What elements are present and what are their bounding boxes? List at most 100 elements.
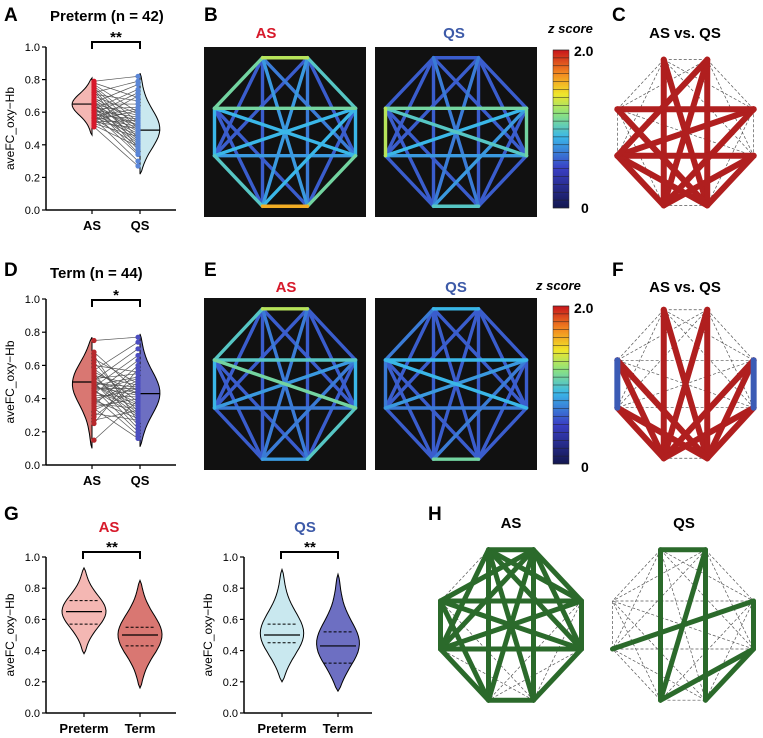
- nonsignificant-edge: [612, 600, 661, 701]
- y-tick-label: 0.8: [25, 327, 40, 339]
- paired-line: [93, 336, 139, 341]
- connectivity-edge: [212, 106, 358, 158]
- paired-line: [93, 95, 139, 115]
- connectivity-edge: [305, 153, 358, 208]
- paired-line: [93, 373, 139, 380]
- y-tick-label: 0.2: [25, 677, 40, 689]
- y-tick-label: 0.0: [25, 708, 40, 720]
- x-tick-label: Term: [125, 721, 156, 736]
- connectivity-edge: [212, 56, 265, 111]
- x-tick-label: Preterm: [59, 721, 108, 736]
- panel-f: F AS vs. QS: [612, 260, 757, 462]
- connectivity-edge: [383, 358, 529, 410]
- panel-letter: D: [4, 260, 18, 281]
- y-tick-label: 0.8: [25, 583, 40, 595]
- connectivity-edge: [383, 106, 529, 158]
- state-label-qs: QS: [443, 25, 465, 42]
- nonsignificant-edge: [488, 648, 582, 701]
- paired-line: [93, 124, 139, 147]
- paired-line: [93, 110, 139, 118]
- significant-edge: [658, 646, 756, 703]
- connectivity-edges-as: [212, 56, 358, 208]
- connectivity-edge: [305, 307, 358, 362]
- connectivity-edge: [476, 56, 529, 111]
- paired-line: [93, 116, 139, 136]
- y-tick-label: 0.6: [223, 614, 238, 626]
- chart-title: AS vs. QS: [649, 25, 721, 42]
- data-point-qs: [135, 73, 141, 79]
- state-label-as: AS: [256, 25, 277, 42]
- violin-term: [117, 579, 163, 690]
- nonsignificant-edge: [706, 309, 754, 408]
- connectivity-edge: [383, 153, 436, 208]
- chart-title: AS vs. QS: [649, 279, 721, 296]
- paired-line: [93, 389, 139, 411]
- paired-line: [93, 123, 139, 137]
- y-tick-label: 0.8: [25, 75, 40, 87]
- paired-line: [93, 113, 139, 155]
- data-point-as: [91, 337, 97, 344]
- paired-line: [93, 110, 139, 121]
- group-title-as: AS: [99, 519, 120, 536]
- paired-line: [93, 360, 139, 394]
- x-tick-label: AS: [83, 218, 101, 233]
- significant-edge: [660, 106, 757, 209]
- nonsignificant-edge: [705, 600, 754, 701]
- significance-bracket: [280, 551, 339, 559]
- data-point-qs: [135, 81, 141, 88]
- data-point-as: [91, 124, 97, 130]
- colorbar-ticks: [553, 49, 569, 209]
- data-point-qs: [135, 357, 141, 364]
- significant-edge: [438, 598, 584, 652]
- y-tick-label: 0.4: [223, 646, 238, 658]
- y-tick-label: 0.0: [223, 708, 238, 720]
- connectivity-edge: [383, 56, 436, 111]
- significant-network-as-vs-qs-term: [614, 306, 757, 462]
- significant-edge: [614, 56, 711, 159]
- significant-edge: [704, 357, 757, 462]
- panel-letter: C: [612, 5, 626, 26]
- paired-line: [93, 398, 139, 408]
- paired-line: [93, 95, 139, 121]
- paired-line: [93, 381, 139, 429]
- significant-edge: [703, 646, 756, 703]
- connectivity-edge: [383, 307, 436, 362]
- nonsignificant-edge: [617, 59, 665, 110]
- paired-line: [93, 110, 139, 126]
- paired-line: [93, 399, 139, 419]
- paired-line: [93, 75, 139, 82]
- significance-marker: **: [304, 539, 316, 556]
- colorbar-max-label: 2.0: [574, 43, 594, 59]
- y-tick-label: 0.6: [25, 360, 40, 372]
- nonsignificant-edge: [617, 109, 665, 206]
- state-label-qs: QS: [445, 279, 467, 296]
- nonsignificant-edge: [617, 309, 665, 408]
- paired-line: [93, 80, 139, 93]
- significant-network-as-vs-qs-preterm: [614, 56, 757, 209]
- nonsignificant-edge: [706, 109, 754, 206]
- paired-line: [93, 351, 139, 393]
- connectivity-edge: [476, 153, 529, 208]
- nonsignificant-edge: [706, 59, 754, 156]
- violin-qs: [139, 333, 161, 447]
- paired-line: [93, 111, 139, 144]
- significant-edge: [614, 357, 667, 462]
- y-tick-label: 0.6: [25, 614, 40, 626]
- y-tick-label: 0.4: [25, 140, 40, 152]
- data-point-qs: [135, 158, 141, 164]
- nonsignificant-edge: [660, 549, 754, 602]
- chart-title: Preterm (n = 42): [50, 8, 164, 25]
- significant-edge: [531, 547, 584, 604]
- panel-c: C AS vs. QS: [612, 5, 757, 209]
- data-point-qs: [135, 339, 141, 345]
- connectivity-edge: [212, 406, 265, 461]
- paired-line: [93, 348, 139, 381]
- data-point-as: [91, 437, 97, 443]
- colorbar-ticks: [553, 305, 569, 465]
- colorbar-min-label: 0: [581, 200, 589, 216]
- connectivity-edges-as: [212, 307, 358, 461]
- paired-line: [93, 89, 139, 110]
